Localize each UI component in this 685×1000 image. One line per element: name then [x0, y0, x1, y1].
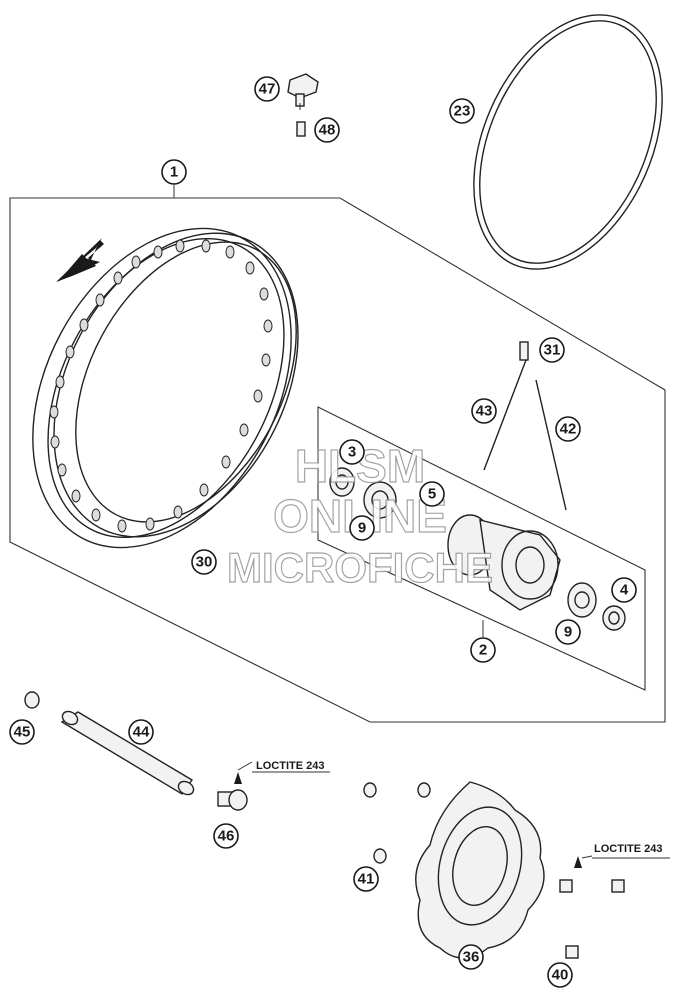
loctite-note-disc: LOCTITE 243	[594, 843, 662, 855]
callout-1: 1	[161, 159, 187, 185]
rim-tape	[473, 14, 663, 270]
wheel-assembly-frame	[9, 197, 666, 723]
callout-23: 23	[449, 98, 475, 124]
callout-2: 2	[470, 637, 496, 663]
svg-text:2: 2	[479, 642, 487, 659]
svg-text:MICROFICHE: MICROFICHE	[227, 544, 493, 591]
svg-text:9: 9	[358, 520, 366, 537]
callout-43: 43	[471, 398, 497, 424]
callout-42: 42	[555, 416, 581, 442]
brake-disc	[415, 781, 545, 959]
svg-text:47: 47	[259, 81, 276, 98]
axle-bolt-46	[217, 772, 248, 811]
callout-3: 3	[339, 439, 365, 465]
hub-spacer-4	[602, 605, 626, 631]
callout-4: 4	[611, 577, 637, 603]
callout-44: 44	[128, 719, 154, 745]
callout-31: 31	[539, 337, 565, 363]
rotation-arrow-head	[56, 238, 102, 282]
spoke-42	[535, 379, 567, 511]
spoke-nipple	[519, 341, 529, 361]
svg-text:3: 3	[348, 444, 356, 461]
callout-48: 48	[314, 117, 340, 143]
bearing-9-right	[567, 582, 597, 618]
svg-text:46: 46	[218, 828, 235, 845]
callout-45: 45	[9, 719, 35, 745]
hub-assembly-frame	[317, 406, 646, 691]
svg-text:43: 43	[476, 403, 493, 420]
loctite-note-axle: LOCTITE 243	[256, 760, 324, 772]
svg-text:41: 41	[358, 871, 375, 888]
axle	[60, 710, 195, 796]
svg-text:44: 44	[133, 724, 150, 741]
callout-9-right: 9	[555, 619, 581, 645]
callout-41: 41	[353, 866, 379, 892]
callout-46: 46	[213, 823, 239, 849]
spoke-43	[483, 359, 527, 471]
svg-text:1: 1	[170, 164, 178, 181]
rim	[32, 227, 299, 549]
disc-bolts	[559, 856, 625, 959]
axle-nut-45	[24, 691, 40, 709]
svg-text:4: 4	[620, 582, 629, 599]
svg-text:40: 40	[552, 967, 569, 984]
svg-text:31: 31	[544, 342, 561, 359]
callout-5: 5	[419, 481, 445, 507]
callout-47: 47	[254, 76, 280, 102]
bearing-9-left	[363, 481, 397, 519]
callout-36: 36	[458, 944, 484, 970]
svg-text:42: 42	[560, 421, 577, 438]
hub-body	[447, 514, 561, 611]
disc-nuts	[363, 782, 431, 864]
svg-text:9: 9	[564, 624, 572, 641]
valve-cap	[287, 73, 319, 107]
hub-spacer-3	[329, 467, 355, 497]
callout-9-left: 9	[349, 515, 375, 541]
callout-30: 30	[191, 549, 217, 575]
svg-text:23: 23	[454, 103, 471, 120]
svg-text:48: 48	[319, 122, 336, 139]
svg-text:36: 36	[463, 949, 480, 966]
svg-text:5: 5	[428, 486, 436, 503]
svg-text:30: 30	[196, 554, 213, 571]
valve-nut	[296, 121, 306, 137]
svg-text:45: 45	[14, 724, 31, 741]
callout-40: 40	[547, 962, 573, 988]
